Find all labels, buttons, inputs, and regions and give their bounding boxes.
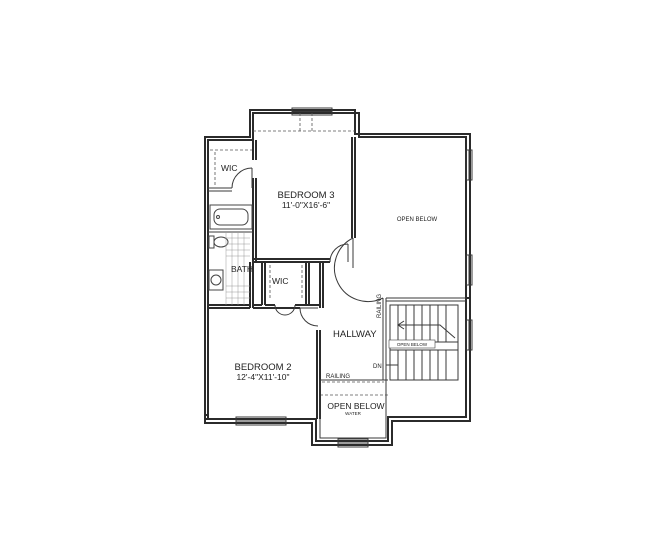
stair-direction-label: DN [373, 364, 382, 370]
wic-lower-label: WIC [272, 276, 289, 286]
bedroom2-dims: 12'-4"X11'-10" [236, 372, 289, 382]
bath-fixtures [208, 204, 253, 305]
room-labels: BEDROOM 3 11'-0"X16'-6" WIC BATH WIC HAL… [221, 163, 438, 416]
bedroom2-name: BEDROOM 2 [234, 362, 291, 373]
door-swings [231, 167, 384, 327]
bay-note-label: WATER [345, 411, 361, 416]
ceiling-lines [210, 113, 388, 396]
bedroom3-name: BEDROOM 3 [277, 190, 334, 201]
open-below-stair-label: OPEN BELOW [397, 342, 428, 347]
open-below-bay-label: OPEN BELOW [327, 401, 384, 411]
bay-railing [319, 379, 387, 439]
bath-label: BATH [231, 264, 253, 274]
hallway-label: HALLWAY [333, 329, 377, 340]
closet-rods [214, 152, 303, 300]
bedroom3-dims: 11'-0"X16'-6" [282, 200, 330, 210]
railing-vertical-label: RAILING [377, 294, 383, 318]
wic-upper-label: WIC [221, 163, 238, 173]
railing-bay-label: RAILING [326, 374, 350, 380]
open-below-main-label: OPEN BELOW [397, 217, 438, 223]
interior-walls [208, 137, 466, 419]
